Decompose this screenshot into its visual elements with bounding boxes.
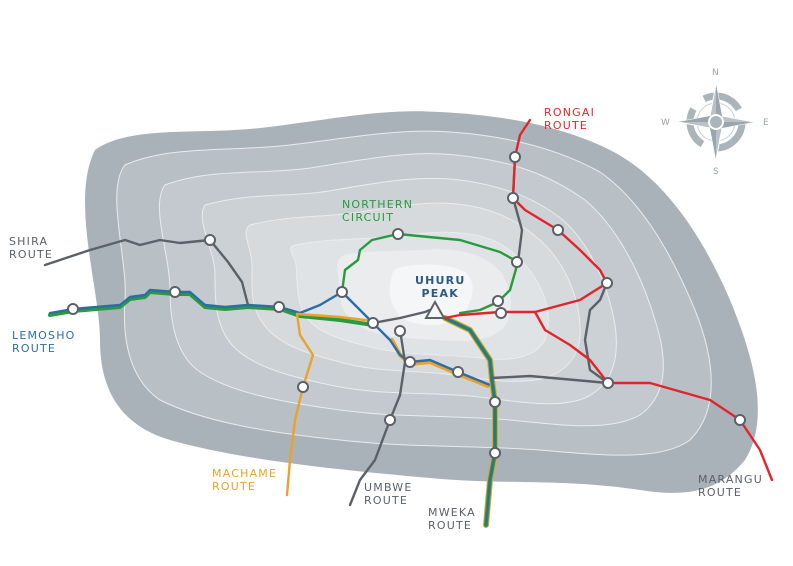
- campsite: [452, 366, 464, 378]
- mweka-route-line: [444, 317, 496, 526]
- campsite: [492, 295, 504, 307]
- label-line: ROUTE: [428, 519, 473, 532]
- gray-connector-south: [490, 374, 610, 385]
- label-line: CIRCUIT: [342, 211, 395, 224]
- campsite: [384, 414, 396, 426]
- campsite: [511, 256, 523, 268]
- campsite: [495, 307, 507, 319]
- lemosho-route-line: [48, 288, 344, 315]
- label-line: ROUTE: [12, 342, 57, 355]
- compass-west: W: [661, 118, 670, 128]
- label-line: SHIRA: [9, 235, 49, 248]
- label-line: UMBWE: [364, 481, 413, 494]
- label-line: PEAK: [421, 287, 459, 300]
- mountain-contours: [85, 111, 758, 493]
- campsite: [273, 301, 285, 313]
- label-line: ROUTE: [698, 486, 743, 499]
- label-line: ROUTE: [364, 494, 409, 507]
- campsites: [67, 151, 746, 459]
- label-line: ROUTE: [212, 480, 257, 493]
- campsite: [392, 228, 404, 240]
- campsite: [367, 317, 379, 329]
- peak-triangle-icon: [424, 299, 446, 319]
- label-line: NORTHERN: [342, 198, 414, 211]
- machame-shared-line: [295, 312, 375, 323]
- marangu-route-line: [533, 310, 774, 482]
- campsite: [336, 286, 348, 298]
- campsite: [489, 447, 501, 459]
- gray-connector-east: [583, 281, 610, 385]
- label-line: RONGAI: [544, 106, 596, 119]
- label-line: MARANGU: [698, 473, 763, 486]
- rongai-route-line: [511, 118, 609, 285]
- rongai-summit-line: [443, 281, 609, 320]
- lemosho-route-green: [48, 290, 375, 327]
- label-line: MWEKA: [428, 506, 476, 519]
- campsite: [552, 224, 564, 236]
- compass-rose-icon: [677, 83, 755, 161]
- label-line: ROUTE: [544, 119, 589, 132]
- shira-connector-line: [208, 238, 250, 307]
- compass-north: N: [712, 68, 719, 78]
- campsite: [169, 286, 181, 298]
- label-line: UHURU: [415, 274, 466, 287]
- campsite: [489, 396, 501, 408]
- campsite: [734, 414, 746, 426]
- campsite: [507, 192, 519, 204]
- compass-south: S: [713, 167, 719, 177]
- campsite: [394, 325, 406, 337]
- southern-circuit-line: [340, 290, 492, 387]
- label-line: ROUTE: [9, 248, 54, 261]
- campsite: [601, 277, 613, 289]
- summit-snowcap: [389, 264, 473, 325]
- campsite: [297, 381, 309, 393]
- label-line: LEMOSHO: [12, 329, 76, 342]
- campsite: [509, 151, 521, 163]
- campsite: [67, 303, 79, 315]
- campsite: [404, 356, 416, 368]
- campsite: [204, 234, 216, 246]
- shira-route-line: [43, 238, 212, 267]
- campsite: [602, 377, 614, 389]
- label-line: MACHAME: [212, 467, 278, 480]
- compass-east: E: [763, 118, 769, 128]
